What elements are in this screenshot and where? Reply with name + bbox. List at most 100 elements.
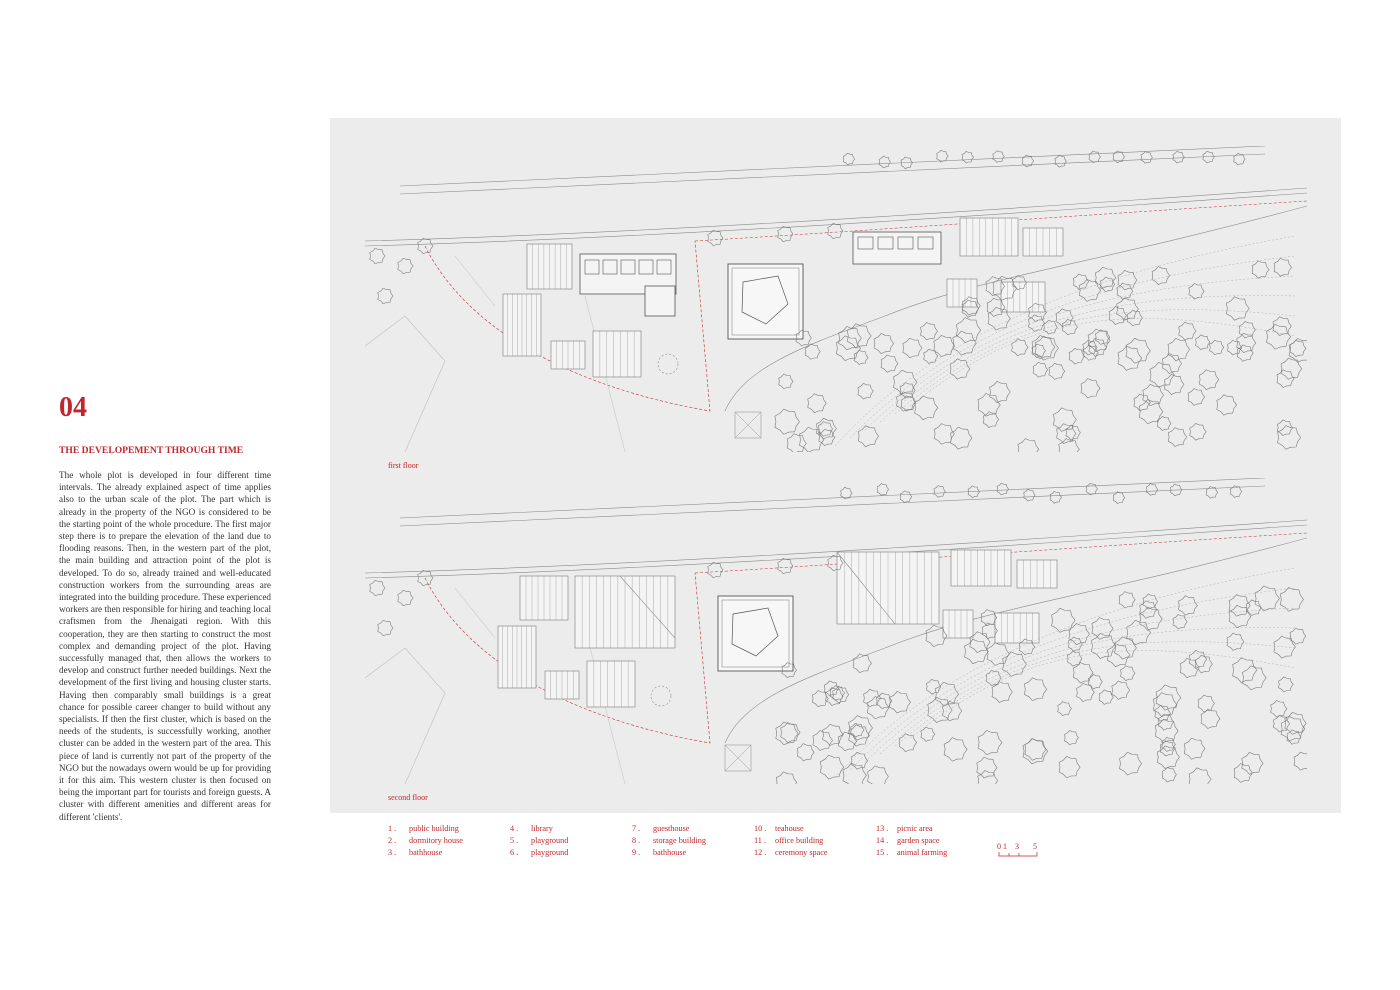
tree: [822, 723, 844, 746]
tree: [795, 329, 812, 347]
second-floor-label: second floor: [388, 793, 428, 802]
building-roof: [994, 612, 1040, 644]
tree: [842, 152, 856, 166]
tree: [1232, 657, 1258, 683]
tree: [1068, 623, 1090, 646]
tree: [926, 679, 942, 695]
legend-item-label: bathhouse: [409, 848, 443, 857]
tree: [964, 638, 989, 665]
roof-ridge: [836, 551, 896, 625]
tree: [1197, 694, 1215, 713]
tree: [1142, 384, 1164, 407]
tree: [707, 561, 724, 579]
tree: [1151, 266, 1170, 285]
tree: [850, 751, 868, 770]
contour-line: [879, 627, 1296, 755]
tree: [866, 696, 890, 720]
tree: [962, 296, 981, 316]
tree: [852, 653, 872, 673]
tree: [1163, 374, 1185, 395]
footpath: [724, 537, 1307, 744]
picnic-area: [650, 685, 672, 707]
tree: [1236, 344, 1254, 362]
tree: [1100, 276, 1116, 293]
tree: [848, 715, 873, 741]
tree: [1142, 593, 1158, 610]
tree: [1198, 369, 1220, 390]
tree: [1288, 338, 1307, 363]
tree: [1022, 738, 1049, 765]
legend-item-number: 9 .: [632, 848, 641, 857]
contour-line: [879, 295, 1296, 423]
legend-item-label: playground: [531, 836, 569, 845]
tree: [1095, 329, 1111, 345]
tree: [1188, 767, 1212, 784]
tree: [832, 686, 850, 704]
tree: [1152, 692, 1178, 717]
tree: [1277, 419, 1293, 436]
tree: [1138, 399, 1164, 425]
tree: [1254, 585, 1280, 612]
road: [365, 519, 1307, 574]
tree: [377, 619, 394, 637]
guesthouse-plan: [852, 231, 942, 265]
tree: [1178, 321, 1197, 341]
tree: [969, 631, 991, 653]
tree: [1170, 483, 1183, 497]
tree: [1277, 425, 1302, 450]
tree: [1078, 279, 1102, 302]
legend-item-label: garden space: [897, 836, 940, 845]
legend-item: 8 .storage building: [632, 835, 754, 847]
tree: [1188, 283, 1205, 300]
tree: [950, 426, 973, 450]
tree: [1183, 737, 1206, 760]
tree: [1051, 607, 1076, 633]
section-title: THE DEVELOPEMENT THROUGH TIME: [59, 445, 244, 456]
tree: [942, 700, 963, 722]
tree: [1076, 682, 1095, 702]
tree: [1087, 674, 1103, 690]
tree: [1146, 483, 1159, 496]
tree: [933, 485, 946, 498]
contour-line: [909, 650, 1296, 739]
legend-item-label: public building: [409, 824, 459, 833]
legend-item: 4 .library: [510, 823, 632, 835]
legend-item-label: library: [531, 824, 553, 833]
contour-line: [834, 235, 1296, 447]
tree: [899, 490, 913, 503]
tree: [1054, 155, 1067, 168]
tree: [1161, 353, 1182, 374]
building-roof: [942, 609, 974, 639]
tree: [976, 756, 998, 779]
contour-line: [849, 587, 1296, 771]
tree: [1126, 619, 1151, 646]
legend-item-label: office building: [775, 836, 824, 845]
tree: [1228, 594, 1251, 617]
tree: [853, 349, 869, 365]
courtyard: [741, 275, 789, 325]
field-line: [365, 315, 446, 452]
tree: [1230, 485, 1243, 498]
tree: [1172, 614, 1188, 630]
tree: [1209, 339, 1225, 356]
tree: [1023, 488, 1036, 502]
tree: [1119, 751, 1142, 776]
tree: [949, 358, 971, 380]
tree: [1112, 150, 1125, 164]
tree: [1227, 339, 1243, 356]
tree: [1161, 737, 1176, 752]
tree: [1058, 756, 1081, 779]
site-plan-panel: first floor second floor: [330, 118, 1341, 813]
tree: [1133, 393, 1151, 412]
scale-tick-3: 3: [1015, 842, 1019, 851]
tree: [1159, 740, 1176, 757]
tree: [896, 391, 916, 412]
tree: [1031, 343, 1046, 359]
tree: [880, 354, 899, 373]
tree: [927, 697, 953, 723]
tree: [707, 229, 724, 247]
scale-tick-0: 0: [997, 842, 1001, 851]
tree: [812, 690, 829, 708]
tree: [1108, 306, 1127, 325]
